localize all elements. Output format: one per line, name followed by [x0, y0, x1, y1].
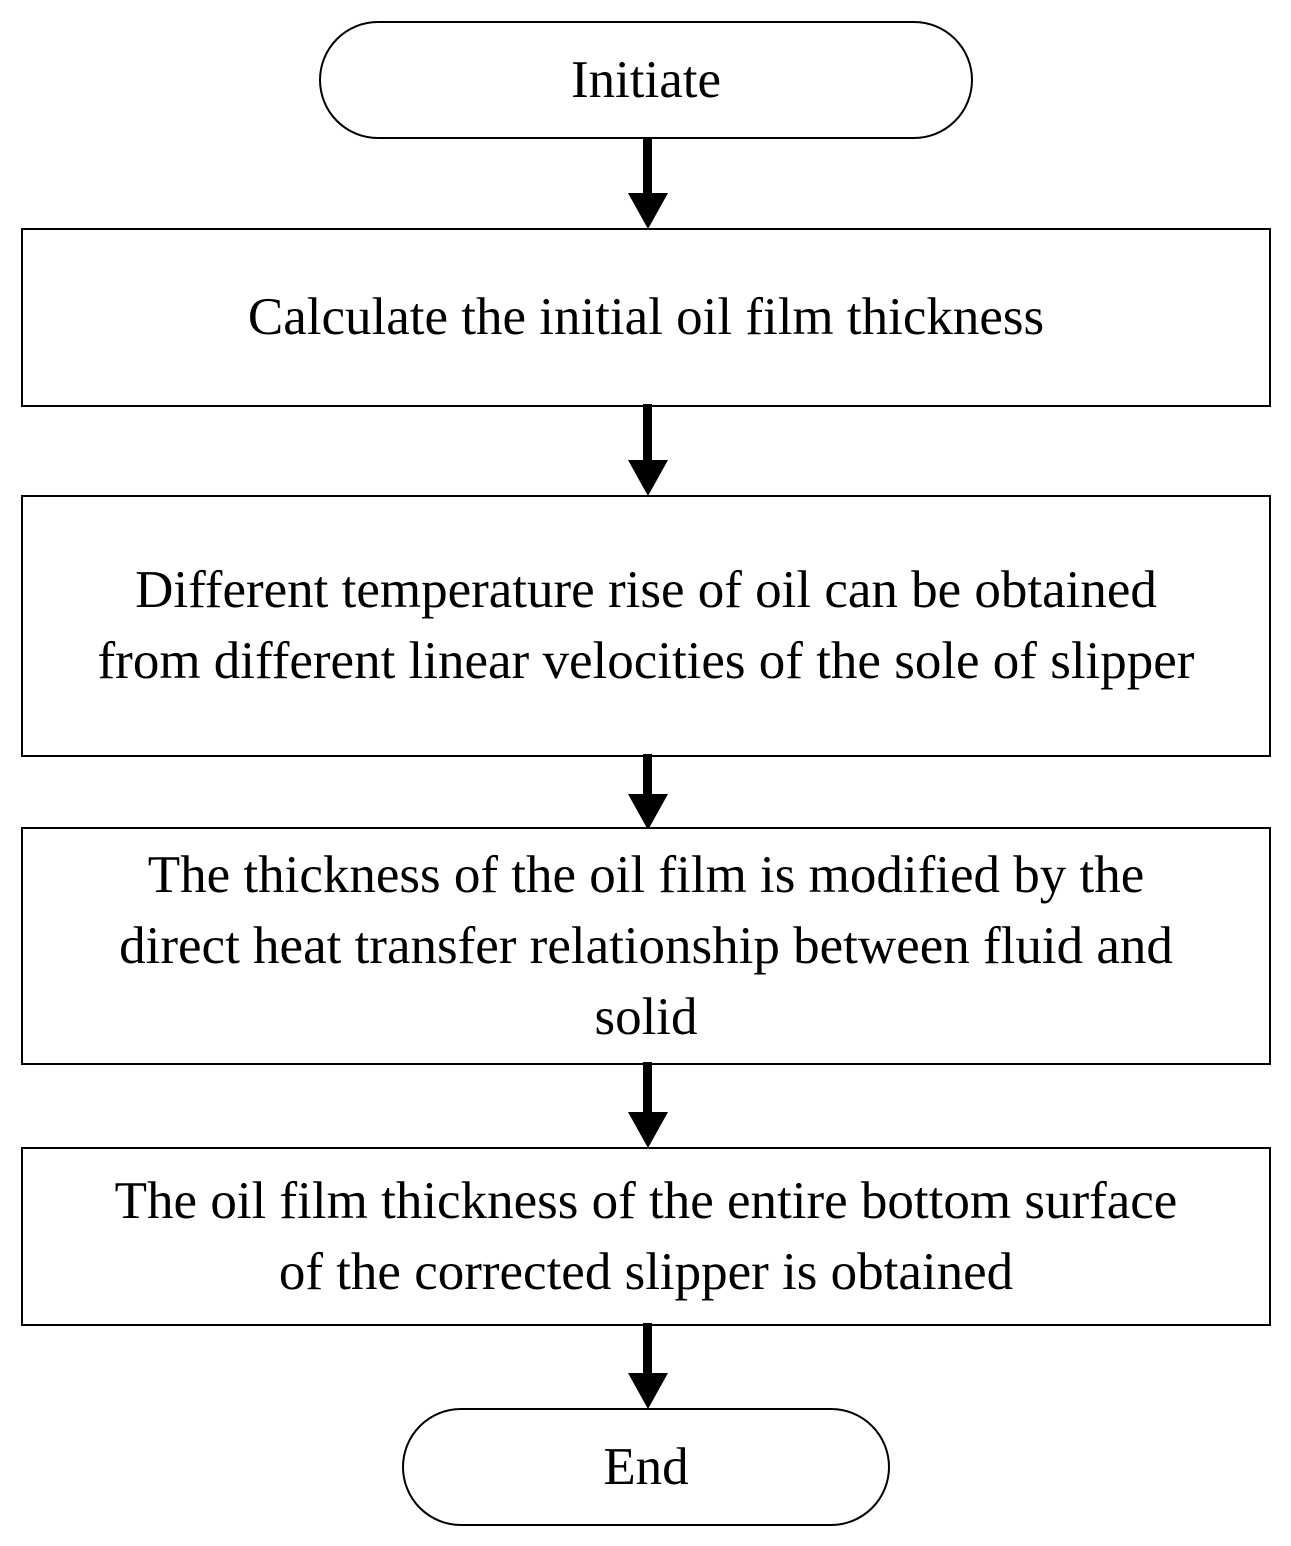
process-step-temperature-rise: Different temperature rise of oil can be…: [21, 495, 1271, 757]
arrow-step4-to-end: [628, 1323, 668, 1409]
end-label: End: [603, 1437, 689, 1496]
arrow-step2-to-step3: [628, 754, 668, 830]
step2-line2: from different linear velocities of the …: [97, 632, 1195, 690]
arrow-start-to-step1: [628, 137, 668, 229]
start-node: Initiate: [319, 21, 973, 139]
start-label: Initiate: [570, 50, 722, 109]
step4-line2: of the corrected slipper is obtained: [278, 1242, 1014, 1301]
arrow-step1-to-step2: [628, 404, 668, 496]
process-step-obtain-corrected-thickness: The oil film thickness of the entire bot…: [21, 1147, 1271, 1326]
step2-line1: Different temperature rise of oil can be…: [135, 561, 1157, 619]
step1-line1: Calculate the initial oil film thickness: [247, 288, 1045, 346]
step3-line1: The thickness of the oil film is modifie…: [147, 845, 1145, 904]
step3-line2: direct heat transfer relationship betwee…: [119, 916, 1173, 975]
step4-line1: The oil film thickness of the entire bot…: [114, 1171, 1178, 1230]
step3-line3: solid: [594, 987, 698, 1046]
end-node: End: [402, 1408, 890, 1526]
process-step-calculate-initial-thickness: Calculate the initial oil film thickness: [21, 228, 1271, 407]
arrow-step3-to-step4: [628, 1062, 668, 1148]
process-step-modify-thickness: The thickness of the oil film is modifie…: [21, 827, 1271, 1065]
